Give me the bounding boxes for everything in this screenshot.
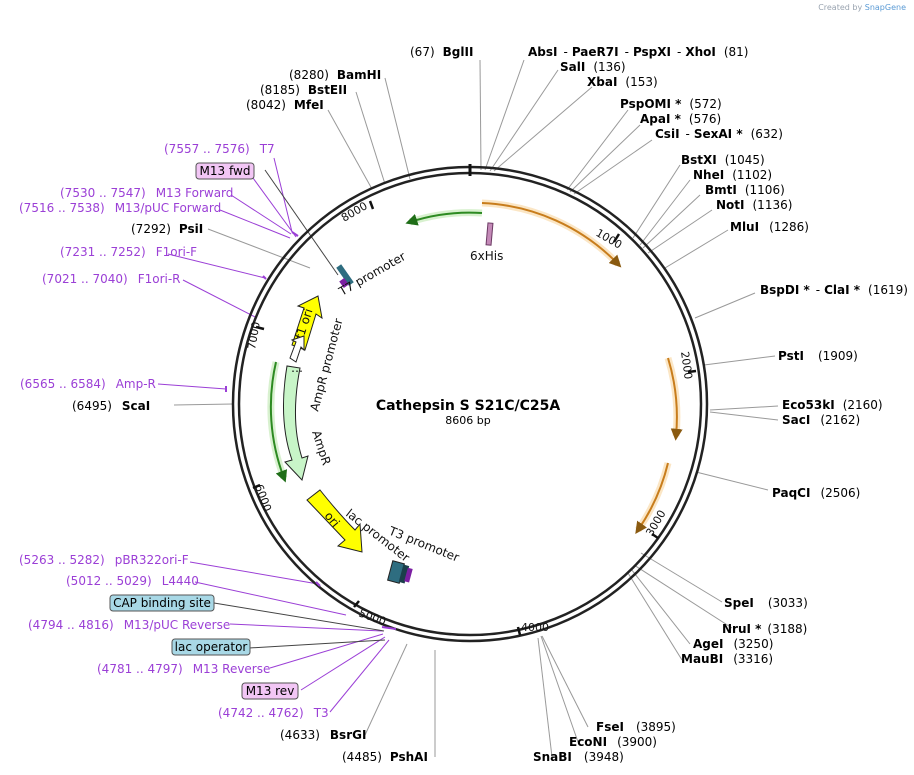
enzyme-label: SnaBI(3948) (533, 750, 624, 764)
plasmid-length: 8606 bp (445, 414, 490, 427)
tick-label: 6000 (252, 483, 274, 514)
enzyme-label: AgeI(3250) (693, 637, 773, 651)
snapgene-credit: Created by SnapGene (818, 3, 906, 12)
cap-label: CAP binding site (113, 596, 211, 610)
tick-label: 4000 (521, 621, 549, 634)
tick-label: 5000 (357, 607, 388, 629)
enzyme-label: (4633)BsrGI (280, 728, 366, 742)
enzyme-label: BstXI(1045) (681, 153, 765, 167)
enzyme-label: (4485)PshAI (342, 750, 428, 764)
primer-label: (7530 .. 7547)M13 Forward (60, 186, 233, 200)
green-arcs (267, 209, 483, 483)
primer-label: (7231 .. 7252)F1ori-F (60, 245, 197, 259)
enzyme-label: CsiI-SexAI *(632) (655, 127, 783, 141)
primer-labels: (7557 .. 7576)T7 (7530 .. 7547)M13 Forwa… (19, 142, 329, 720)
lac-operator-label: lac operator (175, 640, 248, 654)
enzyme-label: NheI(1102) (693, 168, 772, 182)
enzyme-label: SpeI(3033) (724, 596, 808, 610)
boxed-labels: M13 fwd CAP binding site lac operator M1… (109, 162, 299, 700)
enzyme-label: NotI(1136) (716, 198, 792, 212)
enzyme-leader-lines (173, 59, 779, 758)
primer-label: (5263 .. 5282)pBR322ori-F (19, 553, 189, 567)
enzyme-label: EcoNI(3900) (569, 735, 657, 749)
enzyme-label: (7292)PsiI (131, 222, 203, 236)
enzyme-label: SalI(136) (560, 60, 626, 74)
ampr-promoter-label: AmpR promoter (307, 317, 345, 413)
box-leader-lines (213, 169, 386, 649)
ampr-label: AmpR (309, 429, 333, 467)
primer-leader-lines (157, 157, 390, 713)
primer-label: (6565 .. 6584)Amp-R (20, 377, 156, 391)
enzyme-label: AbsI-PaeR7I-PspXI-XhoI(81) (528, 45, 748, 59)
enzyme-label: BmtI(1106) (705, 183, 785, 197)
tick-label: 7000 (245, 321, 263, 351)
enzyme-label: SacI(2162) (782, 413, 860, 427)
primer-label: (4781 .. 4797)M13 Reverse (97, 662, 270, 676)
credit-brand: SnapGene (864, 3, 906, 12)
enzyme-label: PstI(1909) (778, 349, 858, 363)
his-label: 6xHis (470, 249, 503, 263)
tick-marks (252, 200, 697, 636)
enzyme-labels: (67)BglII AbsI-PaeR7I-PspXI-XhoI(81) Sal… (72, 45, 908, 764)
primer-label: (7516 .. 7538)M13/pUC Forward (19, 201, 221, 215)
enzyme-label: FseI(3895) (596, 720, 676, 734)
enzyme-label: PaqCI(2506) (772, 486, 860, 500)
tick-label: 2000 (678, 351, 695, 381)
plasmid-name: Cathepsin S S21C/C25A (376, 398, 561, 414)
his-tag: 6xHis (470, 222, 503, 263)
enzyme-label: (8280)BamHI (289, 68, 381, 82)
m13-fwd-label: M13 fwd (200, 164, 251, 178)
orange-cds-arcs (481, 199, 683, 534)
m13-rev-label: M13 rev (246, 684, 295, 698)
credit-prefix: Created by (818, 3, 863, 12)
enzyme-label: PspOMI *(572) (620, 97, 722, 111)
enzyme-label: BspDI *-ClaI *(1619) (760, 283, 908, 297)
enzyme-label: MauBI(3316) (681, 652, 773, 666)
ampr-dots: … (291, 361, 303, 375)
primer-label: (4742 .. 4762)T3 (218, 706, 329, 720)
enzyme-label: NruI *(3188) (722, 622, 807, 636)
primer-label: (5012 .. 5029)L4440 (66, 574, 199, 588)
enzyme-label: XbaI(153) (587, 75, 658, 89)
enzyme-label: (8185)BstEII (260, 83, 347, 97)
enzyme-label: (6495)ScaI (72, 399, 150, 413)
enzyme-label: (67)BglII (410, 45, 473, 59)
primer-ticks (225, 231, 397, 630)
enzyme-label: ApaI *(576) (640, 112, 721, 126)
primer-label: (7557 .. 7576)T7 (164, 142, 275, 156)
primer-label: (4794 .. 4816)M13/pUC Reverse (28, 618, 230, 632)
t7-promoter: T7 promoter (336, 249, 408, 299)
primer-label: (7021 .. 7040)F1ori-R (42, 272, 181, 286)
enzyme-label: MluI(1286) (730, 220, 809, 234)
enzyme-label: Eco53kI(2160) (782, 398, 883, 412)
enzyme-label: (8042)MfeI (246, 98, 324, 112)
